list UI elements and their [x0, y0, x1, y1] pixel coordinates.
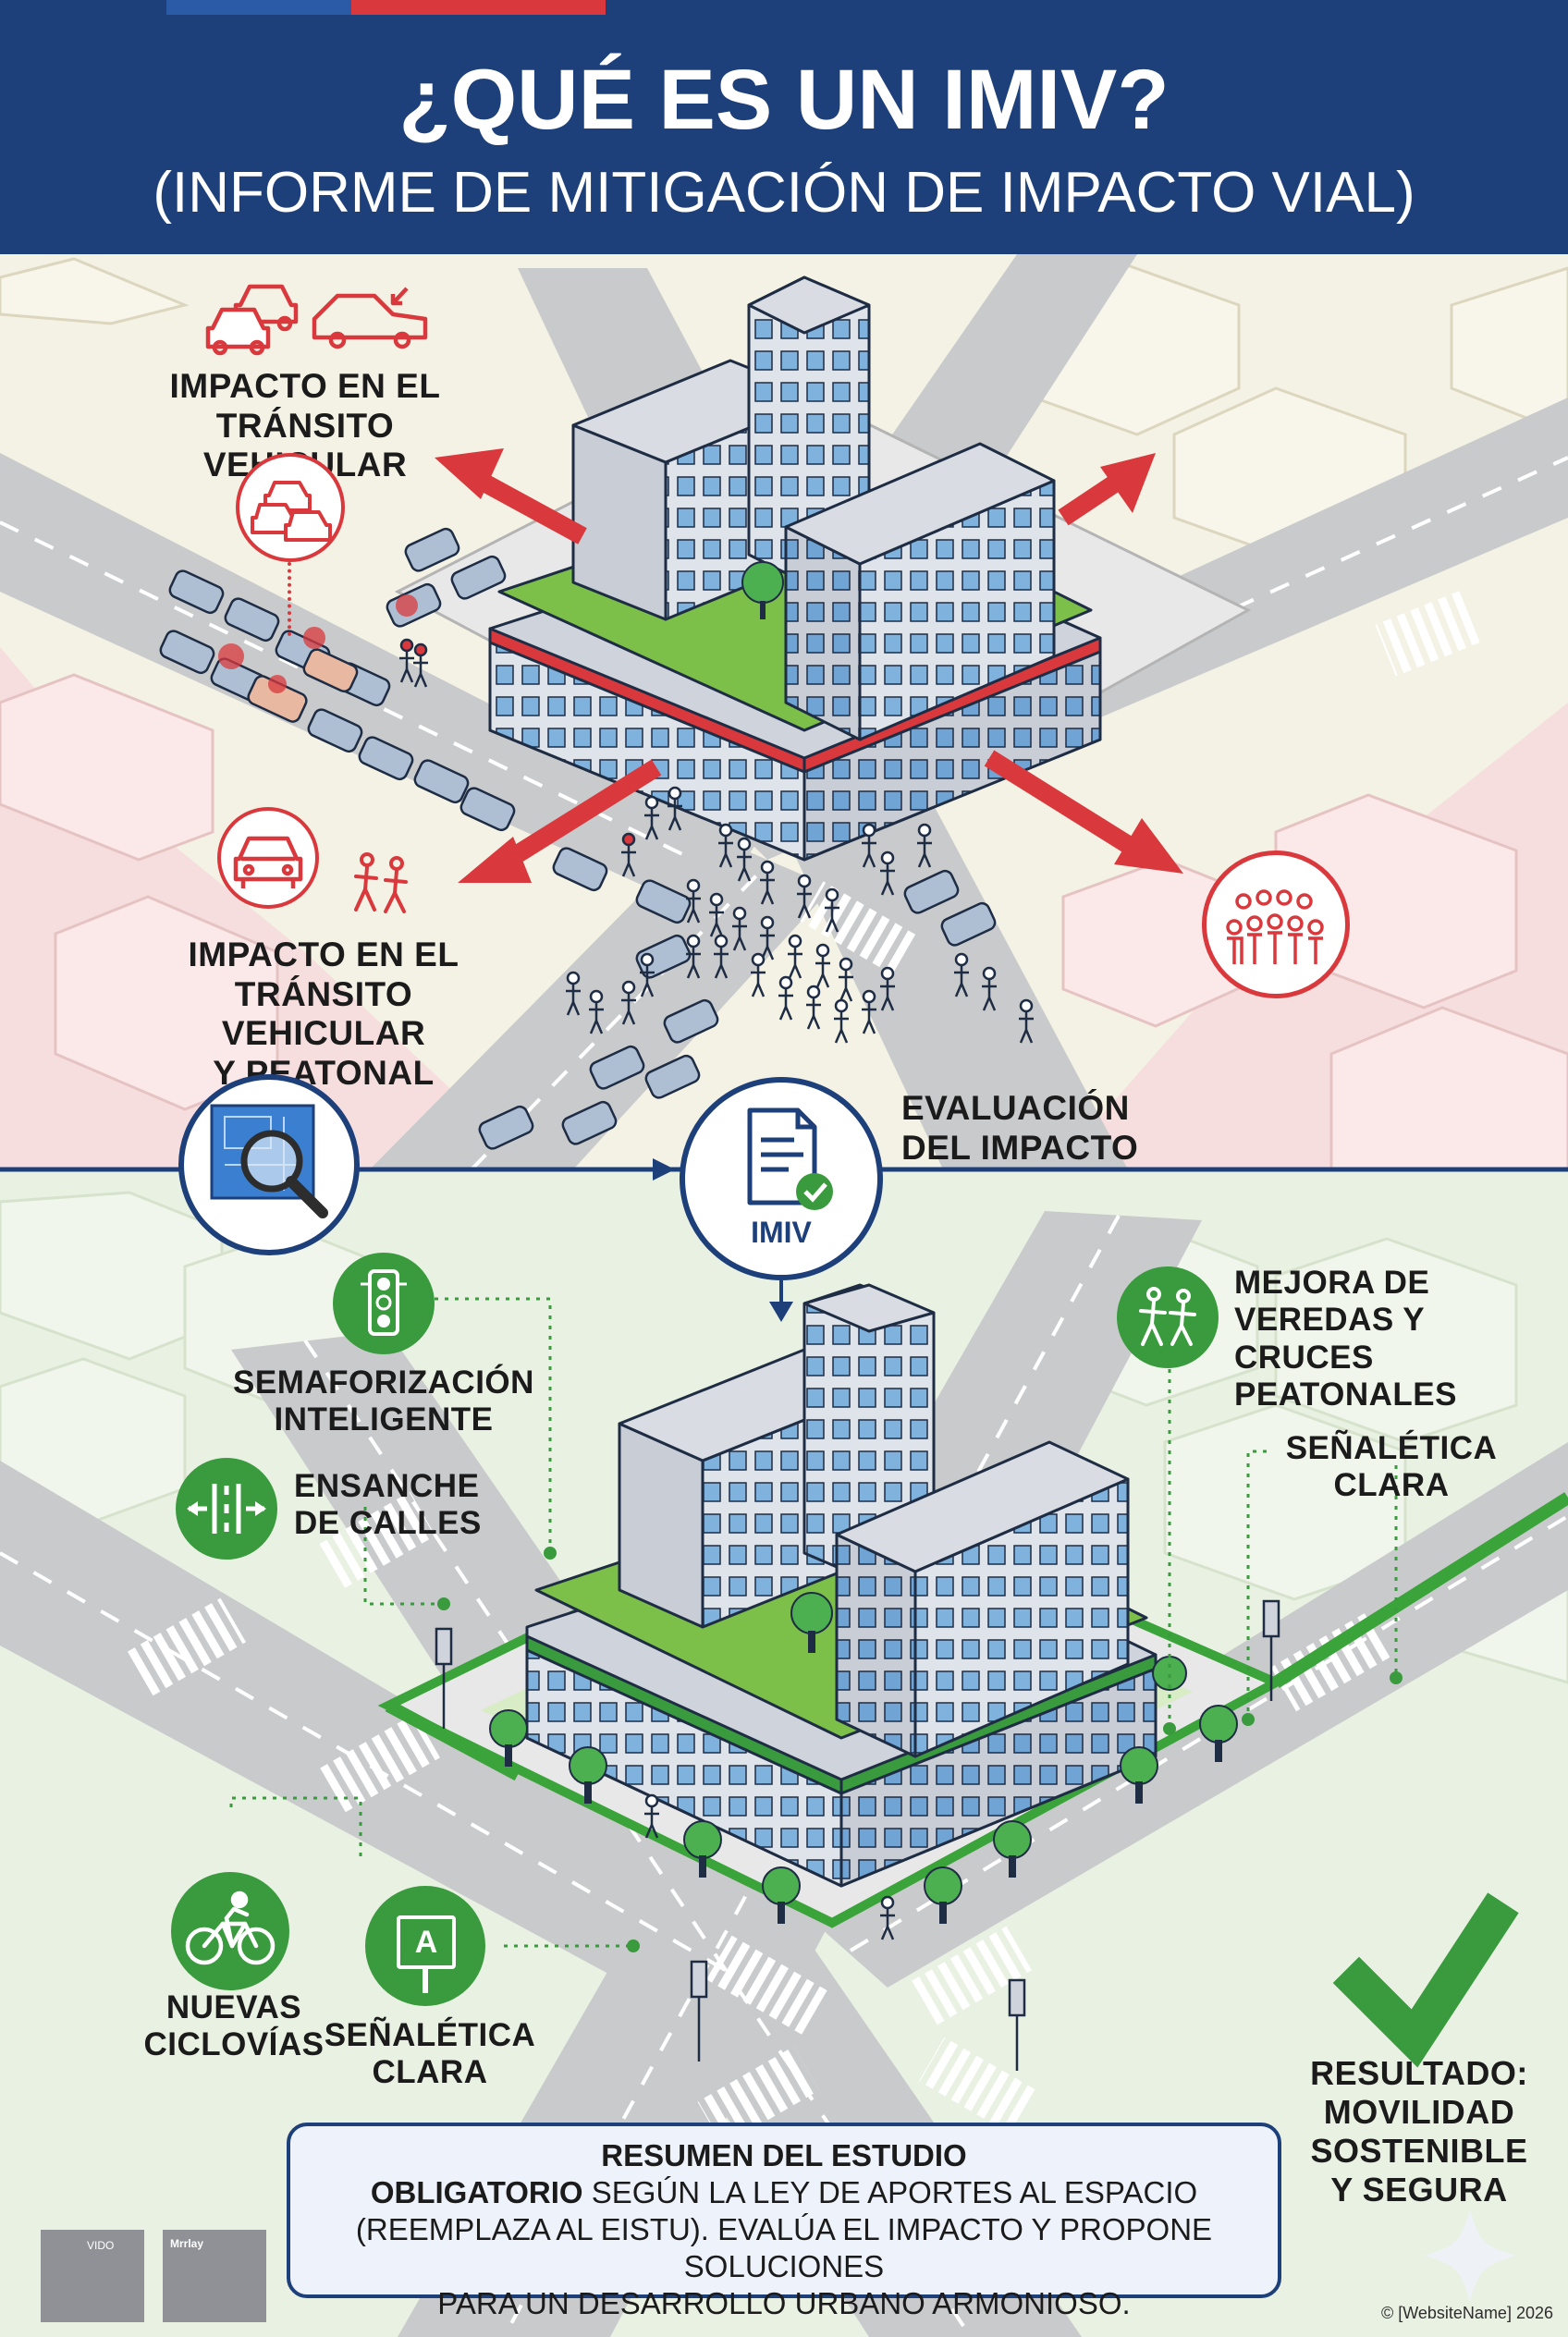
summary-line-3: PARA UN DESARROLLO URBANO ARMONIOSO. [437, 2286, 1131, 2320]
document-check-icon [747, 1107, 833, 1210]
page-subtitle: (INFORME DE MITIGACIÓN DE IMPACTO VIAL) [153, 161, 1415, 225]
sign-icon: A [365, 1886, 485, 2006]
imiv-badge-label: IMIV [751, 1216, 812, 1249]
summary-heading: RESUMEN DEL ESTUDIO [601, 2138, 967, 2172]
summary-box: RESUMEN DEL ESTUDIO OBLIGATORIO SEGÚN LA… [287, 2123, 1281, 2320]
summary-line-1: OBLIGATORIO SEGÚN LA LEY DE APORTES AL E… [290, 2174, 1278, 2211]
widen-road-icon [176, 1458, 277, 1560]
footer-logo-left: VIDO [41, 2230, 144, 2322]
imiv-badge: IMIV [680, 1077, 883, 1280]
summary-line-1-rest: SEGÚN LA LEY DE APORTES AL ESPACIO [582, 2175, 1198, 2209]
car-crash-icon [236, 453, 345, 562]
car-icon [217, 807, 319, 909]
sign-letter: A [397, 1915, 456, 1969]
footer-logo-right-text: Mrrlay [170, 2237, 204, 2250]
walking-people-icon [1117, 1266, 1219, 1368]
flag-blue-stripe [166, 0, 351, 15]
crash-connector [288, 562, 291, 636]
header-banner [0, 0, 1568, 254]
bicycle-icon [171, 1872, 289, 1990]
blueprint-magnifier-icon [178, 1074, 360, 1255]
crowd-icon [1202, 850, 1350, 998]
summary-line-2: (REEMPLAZA AL EISTU). EVALÚA EL IMPACTO … [355, 2212, 1213, 2283]
traffic-light-icon [333, 1253, 435, 1354]
page-title: ¿QUÉ ES UN IMIV? [398, 53, 1170, 147]
copyright: © [WebsiteName] 2026 [1380, 2304, 1553, 2322]
car-traffic-icon [205, 284, 428, 356]
flag-red-stripe [351, 0, 606, 15]
footer-logo-right: Mrrlay [163, 2230, 266, 2322]
summary-bold-word: OBLIGATORIO [370, 2175, 583, 2209]
pedestrians-icon [354, 852, 408, 913]
footer-logo-left-text: VIDO [87, 2239, 115, 2252]
sign-post [423, 1969, 428, 1993]
